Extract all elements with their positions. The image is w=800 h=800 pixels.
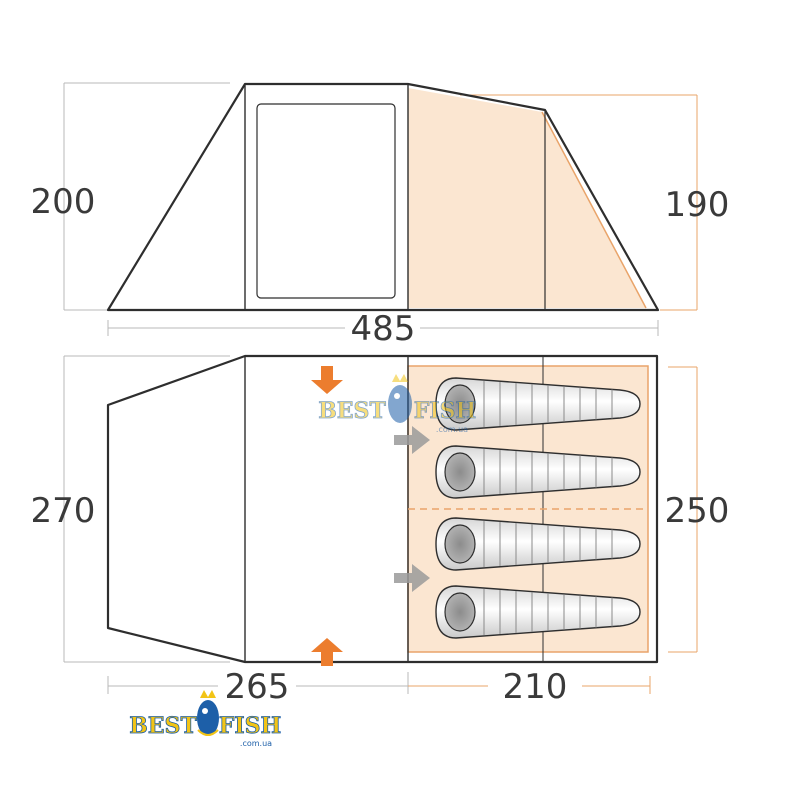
entrance-arrow-icon: [394, 426, 430, 454]
sleeping-bag-icon: [435, 377, 641, 431]
logo-word1: BEST: [129, 713, 197, 739]
dim-plan-width-left: 270: [31, 491, 96, 531]
fish-mascot-icon: [388, 374, 412, 423]
side-inner-tent-edge: [541, 111, 647, 309]
logo-word2: FISH: [219, 713, 282, 739]
sleeping-bag-icon: [435, 585, 641, 639]
entrance-arrow-icon: [311, 638, 343, 666]
sleeping-bag-icon: [435, 517, 641, 571]
watermark-word2: FISH: [414, 398, 477, 424]
plan-dimension-lines: [63, 355, 698, 694]
side-tent-outline: [106, 82, 660, 312]
fish-mascot-icon: [197, 690, 219, 736]
watermark-word1: BEST: [318, 398, 386, 424]
floor-plan-view: 270 250 265 210: [31, 354, 730, 707]
bottom-logo: BEST FISH .com.ua: [129, 690, 282, 748]
dim-side-height-left: 200: [31, 182, 96, 222]
dim-plan-width-right: 250: [665, 491, 730, 531]
side-door-panel: [256, 103, 396, 299]
dim-inner-length: 210: [503, 667, 568, 707]
side-inner-tent: [408, 88, 646, 308]
sleeping-bag-icon: [435, 445, 641, 499]
side-elevation-view: 200 190 485: [31, 82, 730, 349]
dim-total-length: 485: [351, 309, 416, 349]
sleeping-bags: [435, 377, 641, 639]
logo-domain: .com.ua: [240, 739, 272, 748]
watermark-logo: BEST FISH .com.ua: [318, 374, 477, 434]
entrance-arrow-icon: [311, 366, 343, 394]
watermark-domain: .com.ua: [436, 425, 468, 434]
dim-side-height-right: 190: [665, 185, 730, 225]
dim-porch-length: 265: [225, 667, 290, 707]
side-dimension-lines: [63, 82, 698, 336]
entrance-arrow-icon: [394, 564, 430, 592]
